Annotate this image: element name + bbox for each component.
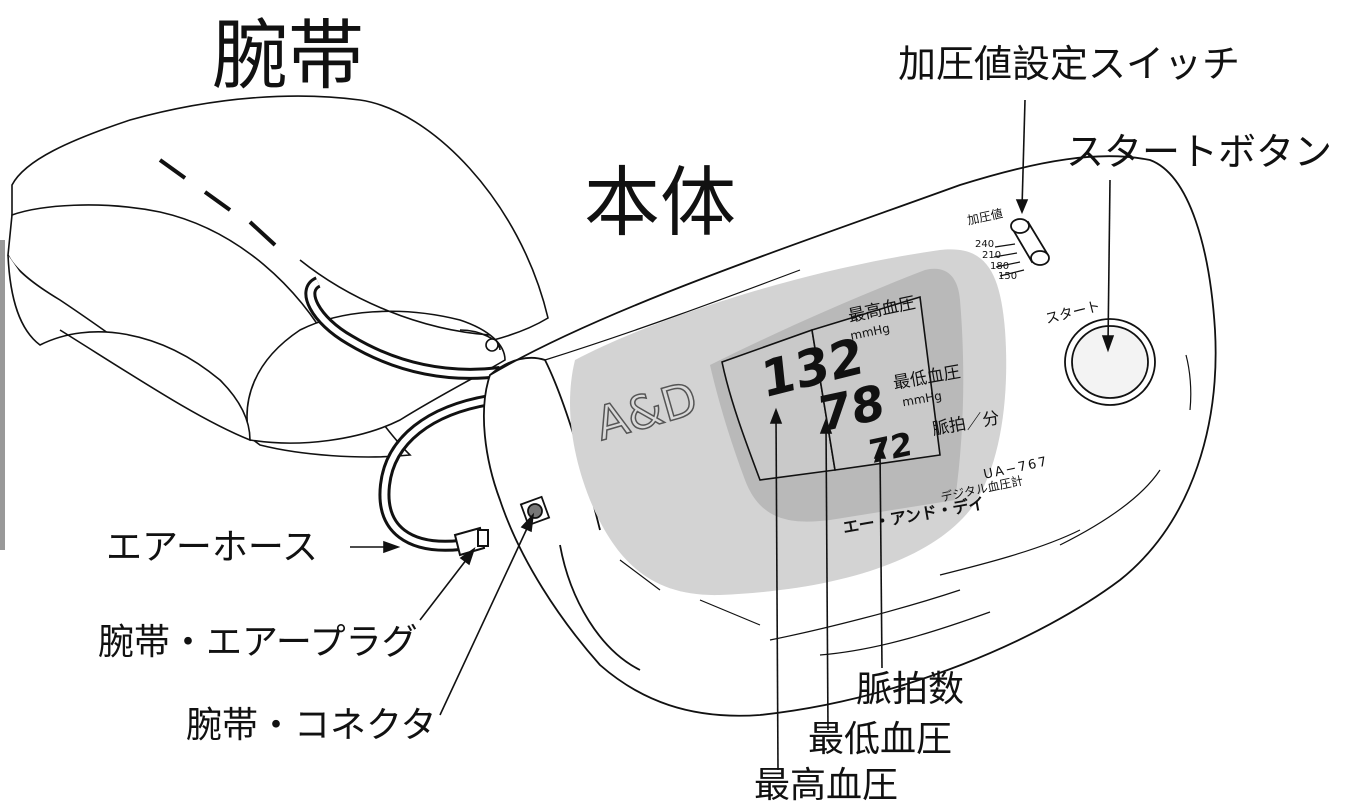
- switch-value-240: 240: [975, 239, 995, 250]
- switch-value-150: 150: [998, 271, 1018, 282]
- main-unit-drawing: [483, 155, 1217, 717]
- diastolic-label: 最低血圧: [808, 719, 953, 760]
- cuff-title: 腕帯: [212, 11, 364, 100]
- pulse-rate-label: 脈拍数: [856, 669, 965, 710]
- pressure-switch-label: 加圧値設定スイッチ: [898, 42, 1241, 86]
- unit-title: 本体: [584, 158, 736, 247]
- cuff-connector-label: 腕帯・コネクタ: [186, 705, 437, 746]
- leader-lines: [350, 99, 1115, 771]
- switch-value-180: 180: [990, 261, 1010, 272]
- margin-bar: [0, 240, 5, 550]
- switch-value-210: 210: [982, 250, 1002, 261]
- cuff-air-plug-label: 腕帯・エアープラグ: [98, 622, 418, 663]
- cuff-drawing: [7, 95, 549, 458]
- pulse-reading: 72: [867, 424, 914, 472]
- air-hoses: [304, 276, 501, 557]
- air-hose-label: エアーホース: [106, 527, 319, 568]
- start-button-label: スタートボタン: [1066, 130, 1333, 174]
- systolic-label: 最高血圧: [754, 765, 899, 806]
